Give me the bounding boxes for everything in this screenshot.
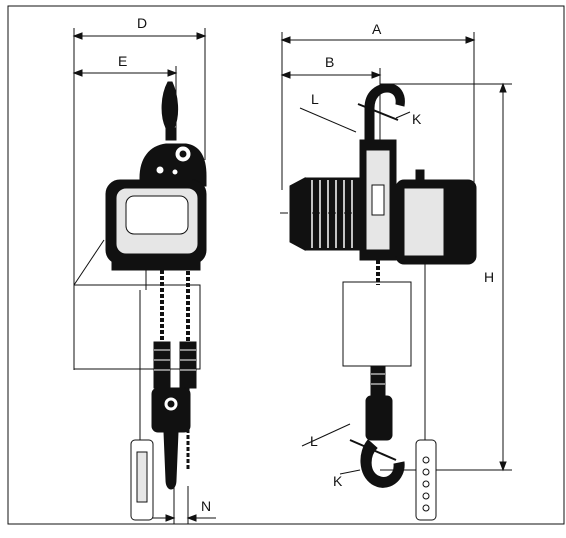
side-central-frame xyxy=(359,139,397,261)
side-pendant xyxy=(415,264,437,521)
side-chain-lower xyxy=(370,365,386,401)
front-housing-top xyxy=(139,143,207,187)
dimension-a: A xyxy=(280,21,476,190)
label-e: E xyxy=(118,53,127,69)
front-view: D E xyxy=(72,15,216,524)
dimension-n: N xyxy=(152,486,216,524)
label-a: A xyxy=(372,21,382,37)
front-control-box xyxy=(73,284,201,370)
front-top-hook xyxy=(161,81,179,141)
front-motor-cover xyxy=(105,179,207,271)
label-k-bottom: K xyxy=(333,473,343,489)
front-springs xyxy=(153,341,197,389)
dimension-e: E xyxy=(72,53,178,130)
drawing-frame xyxy=(7,5,565,525)
label-b: B xyxy=(325,54,334,70)
dimension-b: B xyxy=(280,54,382,150)
side-bottom-hook: L K xyxy=(301,395,405,489)
front-pendant xyxy=(130,270,154,521)
side-view: A B H L K xyxy=(280,21,512,521)
side-gearbox xyxy=(395,169,477,265)
label-h: H xyxy=(484,269,494,285)
dimension-h: H xyxy=(380,82,512,472)
label-d: D xyxy=(137,15,147,31)
front-bottom-hook-block xyxy=(151,387,191,490)
side-chain-container xyxy=(342,281,412,367)
label-k-top: K xyxy=(412,111,422,127)
label-l-bottom: L xyxy=(310,433,318,449)
label-n: N xyxy=(201,498,211,514)
side-top-hook: L K xyxy=(299,83,422,141)
side-motor xyxy=(280,177,420,251)
label-l-top: L xyxy=(311,91,319,107)
